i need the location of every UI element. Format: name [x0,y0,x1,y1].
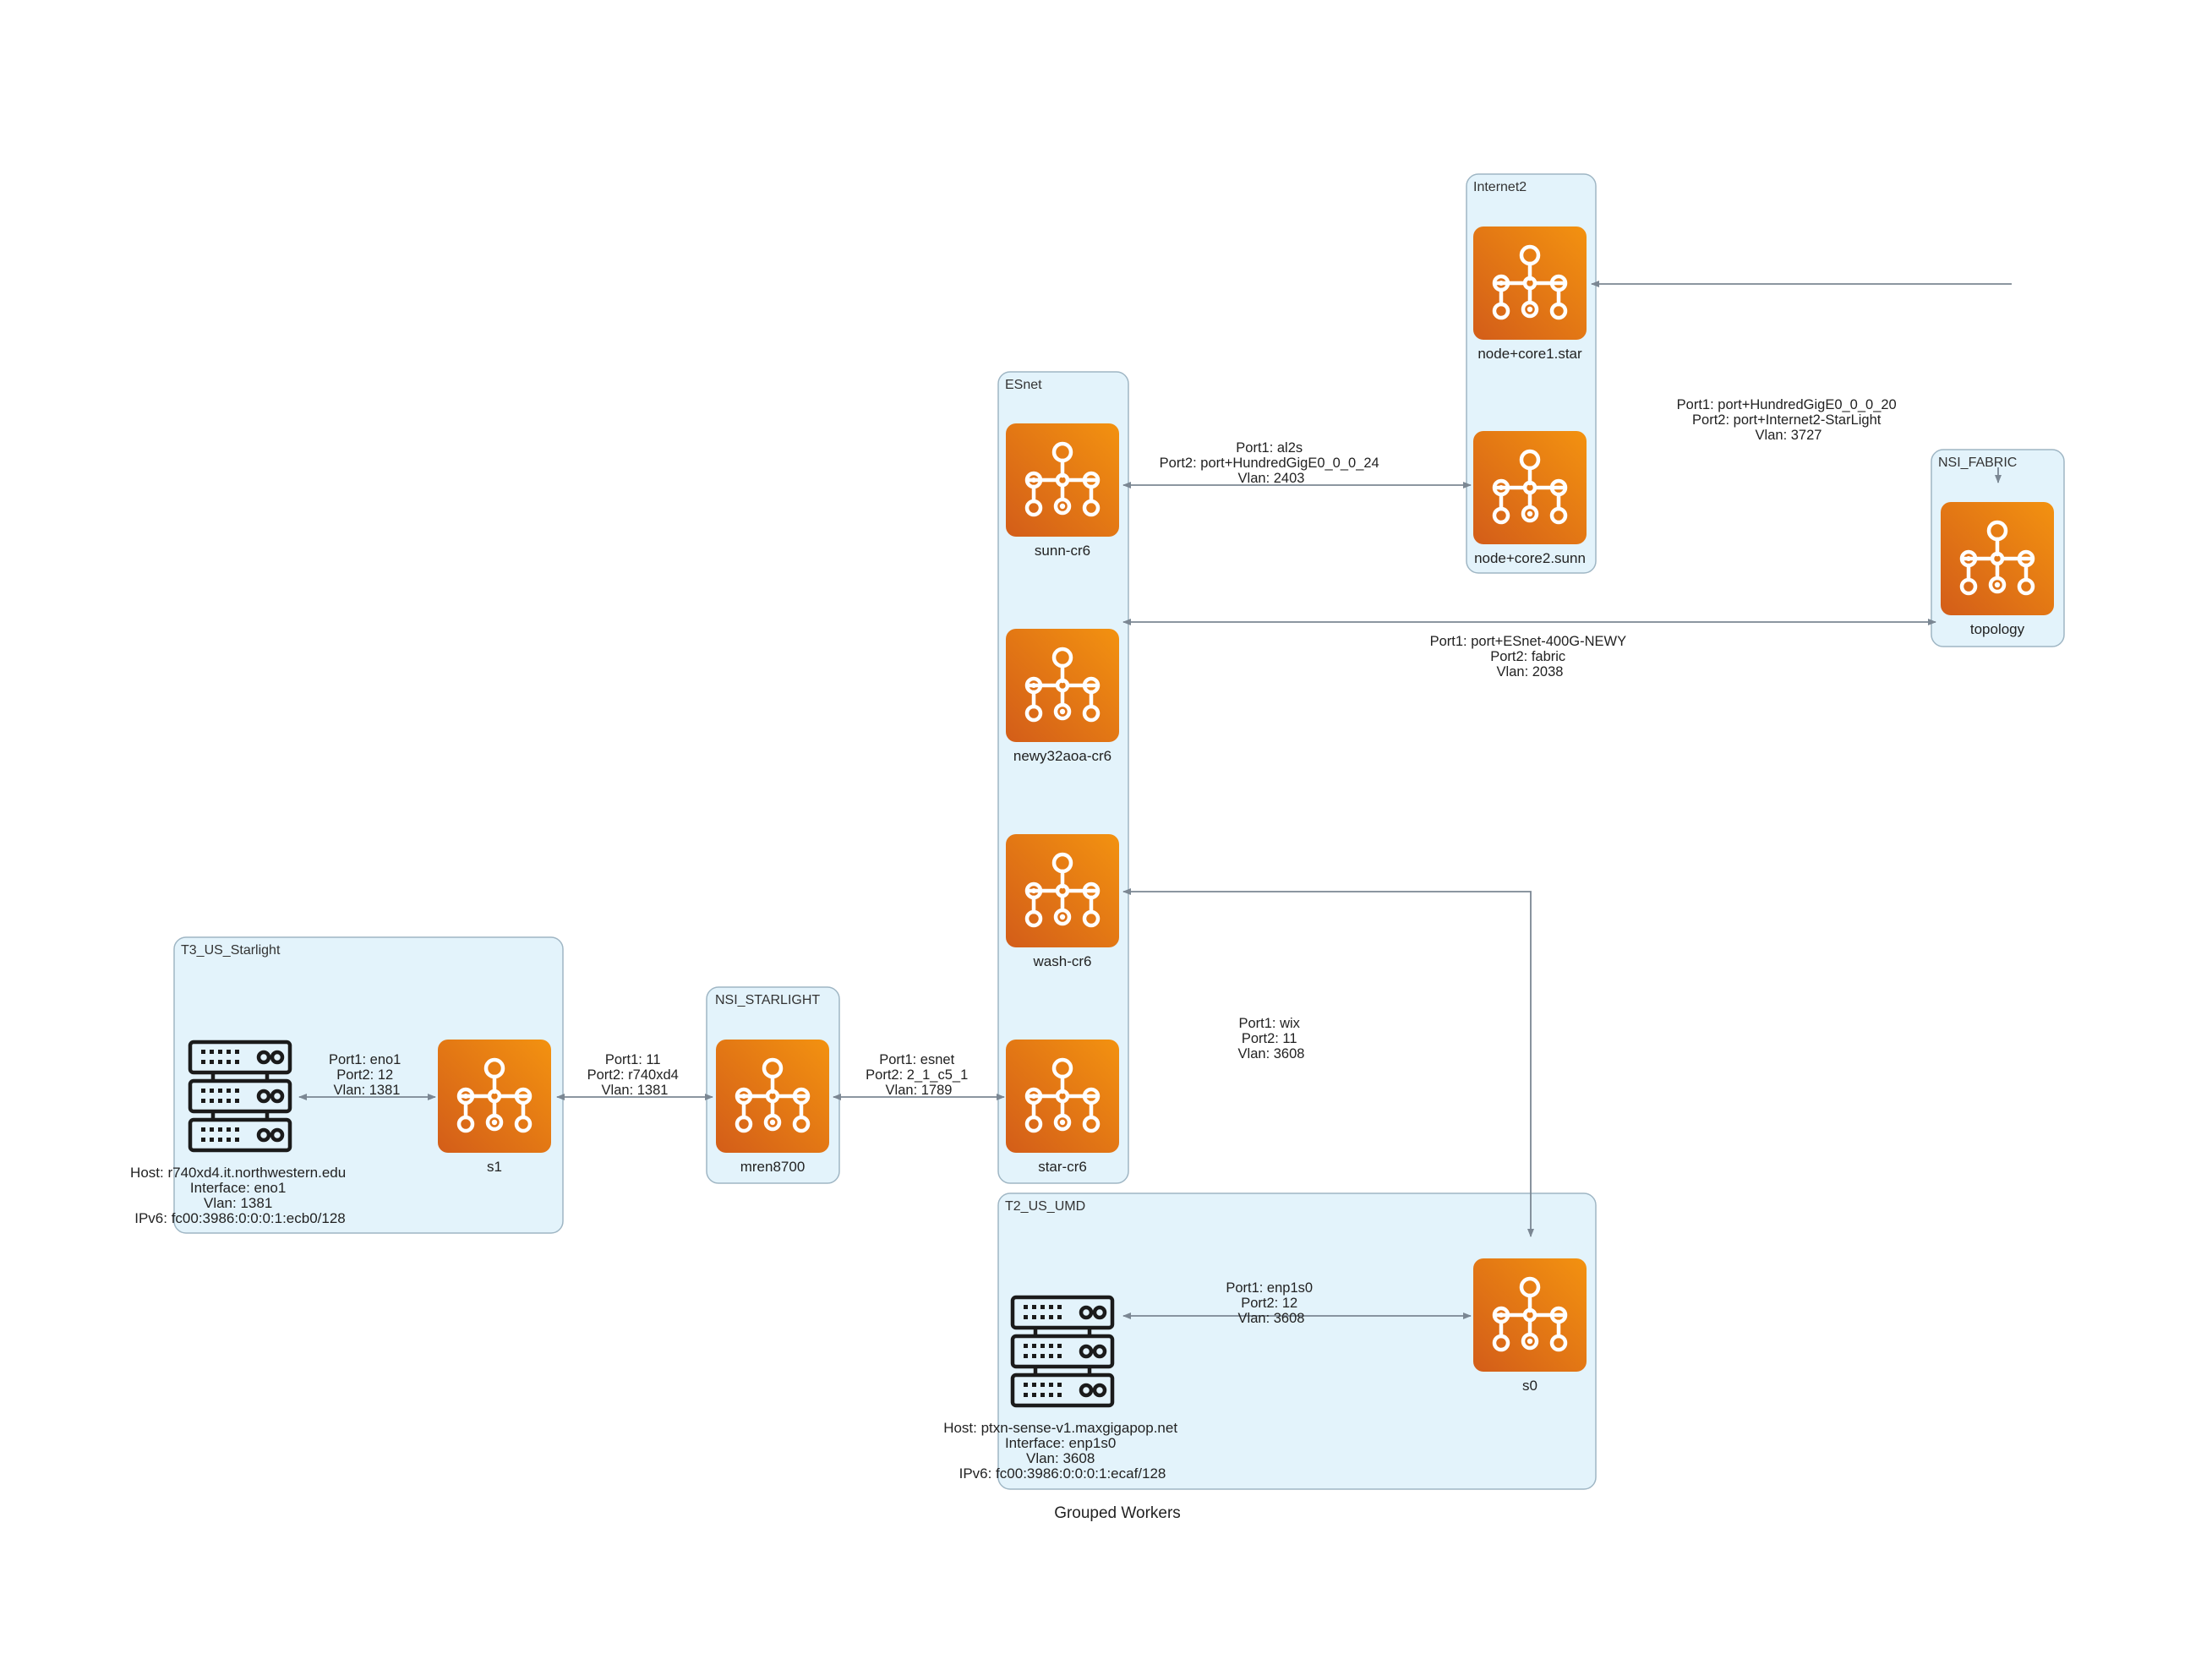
node-label: node+core2.sunn [1474,550,1586,566]
node-label: sunn-cr6 [1035,543,1090,559]
node-label: wash-cr6 [1033,953,1092,969]
edge-label-mren-star: Port1: esnet Port2: 2_1_c5_1 Vlan: 1789 [866,1052,972,1098]
host-details: Host: r740xd4.it.northwestern.edu Interf… [130,1165,350,1226]
edges [298,281,2012,1319]
node-host-starlight[interactable]: Host: r740xd4.it.northwestern.edu Interf… [130,1042,350,1226]
edge-wash-cr6-s0 [1122,888,1534,1237]
node-topology[interactable]: topology [1941,502,2054,637]
node-label: star-cr6 [1038,1159,1087,1175]
node-core2-sunn[interactable]: node+core2.sunn [1473,431,1587,566]
node-star-cr6[interactable]: star-cr6 [1006,1040,1119,1175]
node-label: s0 [1522,1378,1537,1394]
router-tile [716,1040,829,1153]
node-label: node+core1.star [1477,346,1582,362]
group-t2-us-umd: T2_US_UMD [997,1192,1597,1490]
router-tile [1006,629,1119,742]
edge-label-s1-mren: Port1: 11 Port2: r740xd4 Vlan: 1381 [587,1052,683,1098]
diagram-caption: Grouped Workers [1054,1504,1181,1522]
router-tile [1473,431,1587,544]
edge-label-esnet-topology: Port1: port+ESnet-400G-NEWY Port2: fabri… [1430,634,1630,679]
group-t2-us-umd-title: T2_US_UMD [1005,1199,1085,1214]
host-details: Host: ptxn-sense-v1.maxgigapop.net Inter… [943,1420,1182,1482]
router-tile [438,1040,551,1153]
router-tile [1006,1040,1119,1153]
node-wash-cr6[interactable]: wash-cr6 [1006,834,1119,969]
edge-label-sunn-core2: Port1: al2s Port2: port+HundredGigE0_0_0… [1160,440,1384,486]
edge-label-wash-s0: Port1: wix Port2: 11 Vlan: 3608 [1238,1016,1305,1061]
node-s0[interactable]: s0 [1473,1258,1587,1394]
group-esnet: ESnet [997,371,1129,1184]
router-tile [1941,502,2054,615]
node-label: newy32aoa-cr6 [1013,748,1111,764]
group-nsi-fabric-title: NSI_FABRIC [1938,456,2017,470]
edge-label-host-s1: Port1: eno1 Port2: 12 Vlan: 1381 [329,1052,405,1098]
node-newy32aoa-cr6[interactable]: newy32aoa-cr6 [1006,629,1119,764]
node-sunn-cr6[interactable]: sunn-cr6 [1006,423,1119,559]
node-mren8700[interactable]: mren8700 [716,1040,829,1175]
edge-label-internet2-fabric: Port1: port+HundredGigE0_0_0_20 Port2: p… [1677,397,1901,443]
node-s1[interactable]: s1 [438,1040,551,1175]
group-esnet-title: ESnet [1005,378,1042,392]
node-label: mren8700 [740,1159,806,1175]
group-nsi-starlight-title: NSI_STARLIGHT [715,993,820,1007]
node-core1-star[interactable]: node+core1.star [1473,226,1587,362]
group-esnet-box [997,371,1129,1184]
group-internet2-title: Internet2 [1473,180,1527,194]
group-t3-us-starlight-title: T3_US_Starlight [181,943,281,958]
router-tile [1473,226,1587,340]
group-t3-us-starlight: T3_US_Starlight [173,936,564,1234]
node-label: topology [1970,621,2025,637]
group-t3-us-starlight-box [173,936,564,1234]
node-label: s1 [487,1159,502,1175]
router-tile [1006,423,1119,537]
edge-label-host-s0: Port1: enp1s0 Port2: 12 Vlan: 3608 [1226,1280,1316,1326]
router-tile [1006,834,1119,947]
node-host-umd[interactable]: Host: ptxn-sense-v1.maxgigapop.net Inter… [943,1297,1182,1482]
router-tile [1473,1258,1587,1372]
